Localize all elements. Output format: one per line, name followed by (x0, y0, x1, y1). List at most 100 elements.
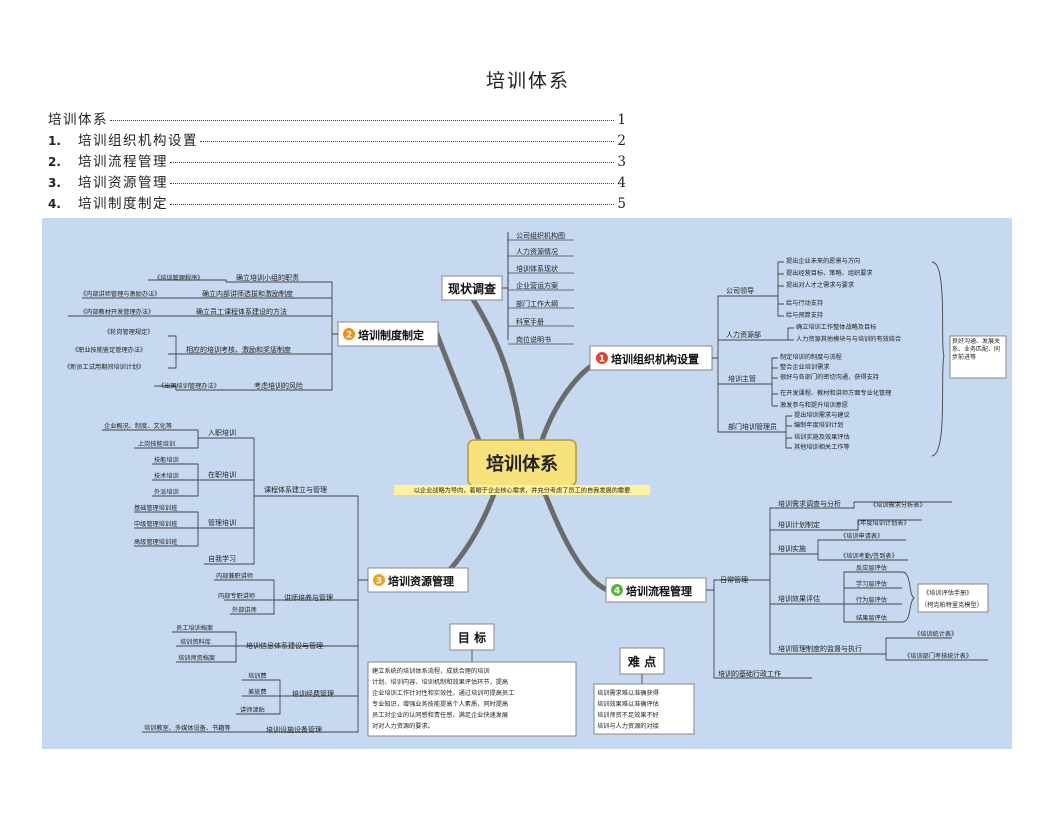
branch4-lines (706, 501, 988, 679)
survey-node-title: 现状调查 (448, 281, 497, 296)
toc-leader-dots (200, 141, 614, 142)
branch1-group-item: 确立培训工作整体战略及目标 (796, 323, 876, 331)
toc-entry-number: 4. (48, 197, 61, 211)
branch3-facility-item: 培训教室、多媒体设备、书籍等 (144, 724, 231, 732)
branch1-lines (712, 261, 945, 457)
branch3-lecturer-item: 内部兼职讲师 (216, 572, 253, 580)
branch2-number: 2 (346, 331, 352, 341)
branch2-item-label: 确立员工课程体系建设的方法 (196, 307, 287, 316)
branch1-number-badge (596, 352, 608, 364)
branch1-group-item: 制定培训的制度与流程 (780, 353, 842, 361)
toc-entry[interactable]: 4. 培训制度制定 5 (48, 192, 626, 213)
branch3-number: 3 (376, 577, 382, 587)
survey-item: 人力资源情况 (516, 247, 558, 256)
toc-entry-label: 培训流程管理 (78, 154, 168, 170)
toc-entry-label: 培训体系 (48, 112, 108, 128)
branch1-group-item: 人力资源其他模块与与培训的有效结合 (796, 335, 901, 343)
branch3-lecturer-label: 讲师培养与管理 (284, 593, 333, 602)
difficulty-title-box (619, 647, 665, 675)
toc-entry[interactable]: 1. 培训组织机构设置 2 (48, 129, 626, 150)
goal-title-box (449, 623, 495, 651)
branch4-item-label: 培训实施 (778, 544, 806, 553)
branch4-item-label: 培训效果评估 (778, 594, 820, 603)
branch1-group-item: 提出对人才之需求与要求 (786, 281, 854, 289)
goal-box (367, 661, 577, 737)
difficulty-line: 培训与人力资源的对接 (597, 722, 659, 730)
toc-leader-dots (170, 162, 614, 163)
branch1-number: 1 (599, 355, 605, 365)
branch3-info-item: 培训师资档案 (178, 654, 216, 662)
branch1-note-box (949, 335, 1007, 379)
branch4-title: 培训流程管理 (626, 584, 692, 598)
branch2-item-label: 考虑培训的风险 (254, 381, 303, 390)
branch3-course-item: 高级管理培训班 (134, 538, 177, 546)
branch1-group-label: 部门培训管理员 (728, 422, 777, 431)
toc-entry-page: 5 (617, 196, 626, 212)
toc-leader-dots (170, 204, 614, 205)
branch3-course-item: 中级管理培训班 (134, 520, 177, 528)
toc-leader-dots (170, 183, 614, 184)
branch1-note: 良好沟通、发展关系、业务匹配、同步前进等 (952, 338, 1001, 361)
branch3-lecturer-item: 内部专职讲师 (218, 592, 255, 600)
branch1-group-item: 提出企业未来的愿景与方向 (786, 257, 860, 265)
branch3-course-label: 课程体系建立与管理 (264, 485, 327, 494)
branch1-group-item: 培训实施及效果评估 (794, 433, 850, 441)
center-node-subtitle: 以企业战略为导向，着眼于企业核心需求，并充分考虑了员工的自我发展的需要 (414, 487, 631, 495)
branch4-eval-level: 反应层评估 (856, 564, 887, 572)
survey-node[interactable] (441, 275, 503, 301)
branch2-item-label: 确立内部讲师选拔和激励制度 (202, 289, 293, 298)
branch4-item-label: 培训计划制定 (778, 520, 820, 529)
center-connectors (434, 287, 610, 593)
toc-entry-label: 培训制度制定 (78, 196, 168, 212)
branch3-fund-item: 培训费 (248, 672, 267, 680)
branch3-course-item: 基础管理培训班 (134, 504, 177, 512)
branch2-tag: 《内部讲师管理与激励办法》 (80, 290, 160, 298)
branch3-course-item: 企业概况、制度、文化等 (104, 422, 172, 430)
branch2-tag: 《出国培训管理办法》 (158, 382, 220, 390)
toc-entry-number: 1. (48, 134, 61, 148)
connector-branch2 (434, 331, 485, 451)
center-subtitle-bg (394, 485, 650, 495)
branch2-number-badge (343, 328, 355, 340)
branch2-tag: 《轮岗管理规定》 (104, 328, 154, 336)
branch4-admin-label: 培训的基础行政工作 (718, 669, 781, 678)
branch2-tag: 《新员工试用期间培训计划》 (64, 363, 144, 371)
branch4-item-tag: 《培训统计表》 (914, 630, 957, 638)
branch3-course-item: 技术培训 (154, 472, 179, 480)
branch3-fund-item: 讲师津贴 (240, 706, 265, 714)
branch1-title: 培训组织机构设置 (611, 352, 699, 366)
survey-item: 岗位说明书 (516, 335, 551, 344)
toc-entry[interactable]: 培训体系 1 (48, 108, 626, 129)
document-title: 培训体系 (485, 70, 570, 92)
branch4-eval-note-box (917, 583, 989, 613)
difficulty-box (593, 683, 695, 735)
branch4-daily-label: 日常管理 (720, 575, 748, 584)
branch3-course-sub: 入职培训 (208, 428, 236, 437)
branch1-node[interactable] (589, 345, 713, 371)
branch4-item-tag: 《培训考勤/签到表》 (840, 552, 898, 560)
branch1-group-item: 其他培训相关工作等 (794, 443, 850, 451)
branch3-facility-label: 培训设施设备管理 (266, 725, 322, 734)
branch3-fund-item: 差旅费 (248, 688, 267, 696)
survey-item: 公司组织机构图 (516, 231, 565, 240)
branch4-item-label: 培训需求调查与分析 (778, 499, 841, 508)
branch4-number: 4 (614, 587, 620, 597)
branch3-course-item: 技能培训 (154, 456, 179, 464)
toc-entry[interactable]: 2. 培训流程管理 3 (48, 150, 626, 171)
branch3-number-badge (373, 574, 385, 586)
branch1-group-item: 给与行动支持 (786, 299, 823, 307)
toc-entry[interactable]: 3. 培训资源管理 4 (48, 171, 626, 192)
branch1-group-label: 人力资源部 (726, 330, 761, 339)
branch1-group-item: 提出培训需求与建议 (794, 411, 850, 419)
branch2-tag: 《培训管理程序》 (154, 274, 204, 282)
goal-title: 目 标 (458, 630, 486, 645)
difficulty-title: 难 点 (627, 654, 656, 669)
branch3-lines (102, 429, 368, 733)
toc-entry-page: 4 (617, 175, 626, 191)
branch3-course-item: 上岗技能培训 (138, 440, 175, 448)
branch2-item-label: 相应的培训考核、激励和奖惩制度 (186, 345, 291, 354)
goal-line: 专业知识，增强业务技能提高个人素质，同时提高 (372, 700, 508, 708)
branch3-fund-label: 培训经费管理 (292, 689, 334, 698)
branch1-note-text: 良好沟通、发展关系、业务匹配、同步前进等 (952, 338, 1001, 361)
branch1-group-item: 整合企业培训需求 (780, 363, 830, 371)
